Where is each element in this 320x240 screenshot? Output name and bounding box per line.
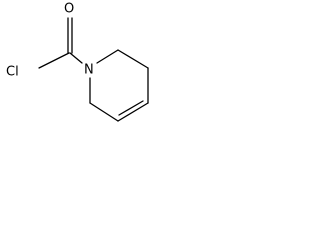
atom-nitrogen-label: N (84, 63, 94, 78)
bond-ring-c2-c3 (117, 49, 149, 69)
structure-diagram: O Cl N (6, 2, 149, 122)
atom-chlorine-label: Cl (6, 65, 19, 80)
bond-carbonyl-chlorine (38, 52, 70, 69)
bond-ring-c4-c5-inner (118, 100, 144, 116)
bond-carbonyl-nitrogen (69, 52, 83, 64)
bond-nitrogen-ring-c2 (96, 49, 119, 64)
bond-ring-c5-c6 (89, 102, 119, 122)
atom-oxygen-label: O (64, 2, 74, 17)
bond-ring-c4-c5-outer (117, 102, 149, 122)
